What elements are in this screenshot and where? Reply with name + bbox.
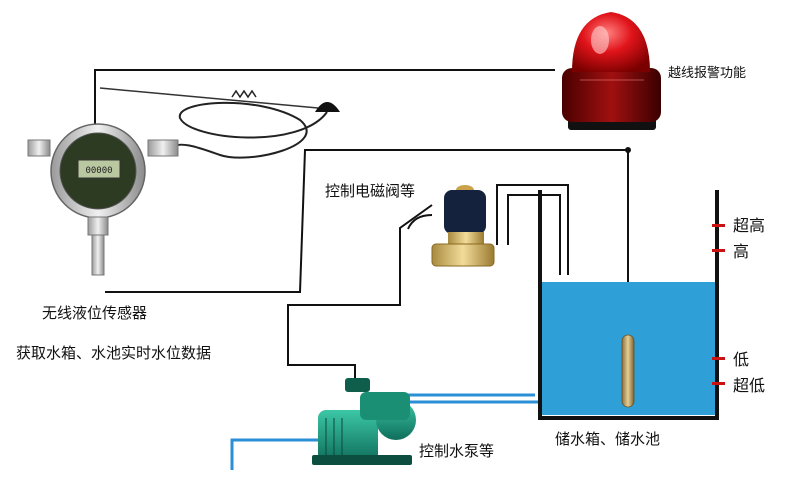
- label-alarm: 越线报警功能: [668, 66, 747, 81]
- label-sensor-desc: 获取水箱、水池实时水位数据: [16, 344, 212, 362]
- label-sensor: 无线液位传感器: [42, 304, 148, 322]
- wire-valve-to-pump: [287, 204, 433, 385]
- signal-wires: [94, 69, 629, 385]
- level-label-ultra-low: 超低: [733, 376, 766, 395]
- level-label-low: 低: [733, 350, 750, 369]
- level-label-ultra-high: 超高: [733, 216, 766, 235]
- sensor-display-reading: 00000: [85, 166, 112, 176]
- sensor-display: [77, 159, 121, 179]
- wire-valve-pipe-left: [496, 184, 569, 275]
- label-tank: 储水箱、储水池: [555, 430, 661, 448]
- tank-wall: [538, 190, 719, 420]
- wireless-sensor-icon: 00000: [27, 123, 179, 276]
- wire-valve-pipe-right: [507, 194, 561, 275]
- marker-low: [712, 357, 725, 360]
- solenoid-valve-icon: [407, 185, 495, 267]
- level-label-high: 高: [733, 242, 750, 261]
- wire-sensor-to-tank: [105, 149, 628, 293]
- label-valve: 控制电磁阀等: [325, 182, 416, 200]
- storage-tank: [538, 190, 725, 420]
- level-probe: [621, 334, 635, 408]
- level-markers: [712, 224, 725, 385]
- antenna-icon: [99, 87, 340, 159]
- pipe-inlet: [230, 438, 318, 470]
- marker-ultra-high: [712, 224, 725, 227]
- alarm-beacon-icon: [562, 12, 661, 130]
- marker-high: [712, 249, 725, 252]
- label-pump: 控制水泵等: [419, 442, 495, 460]
- water-pipes: [230, 393, 538, 470]
- wire-sensor-to-alarm: [94, 69, 555, 140]
- water-pump-icon: [312, 378, 416, 465]
- marker-ultra-low: [712, 382, 725, 385]
- junction-dot: [625, 147, 631, 153]
